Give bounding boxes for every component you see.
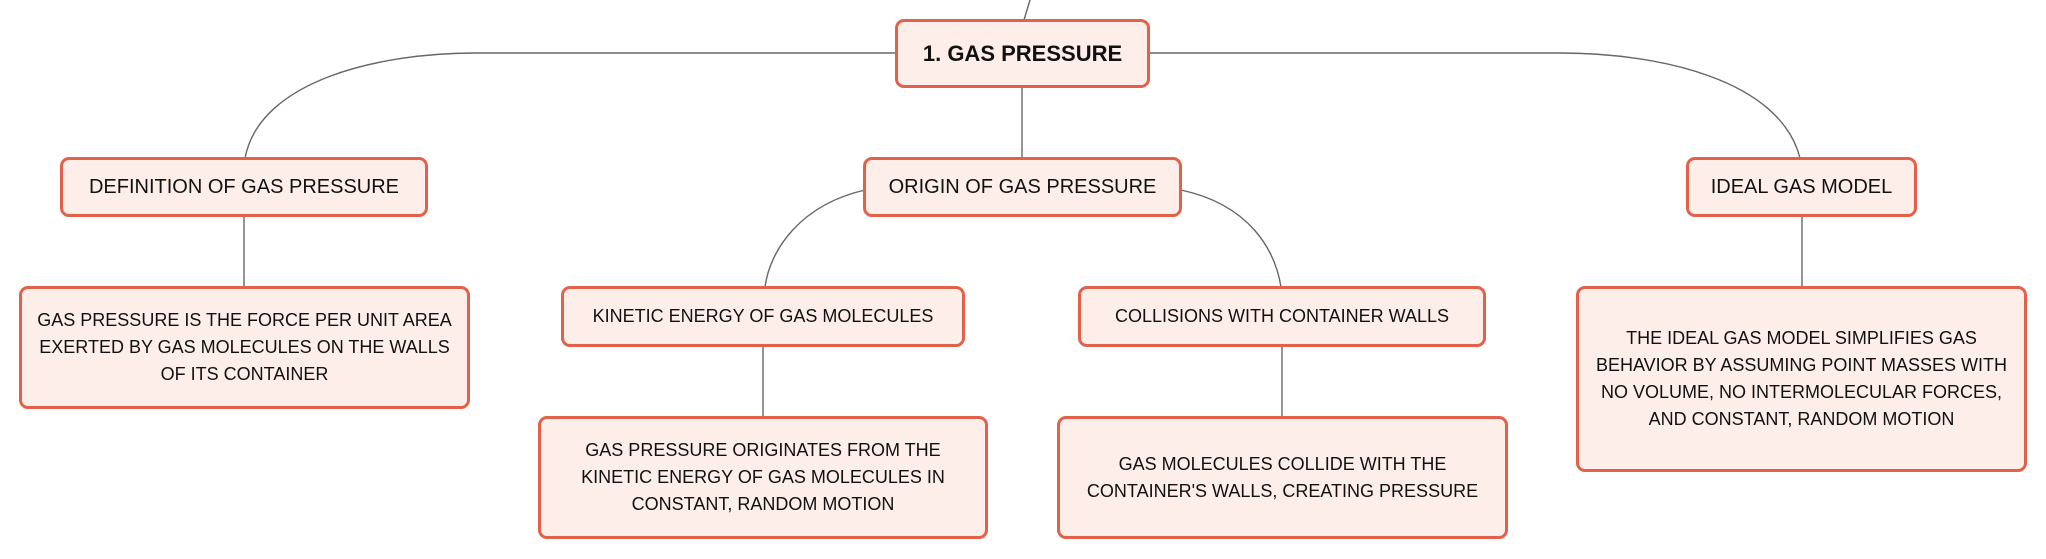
kinetic-label: KINETIC ENERGY OF GAS MOLECULES: [592, 306, 934, 326]
collisions-detail-text: GAS MOLECULES COLLIDE WITH THE CONTAINER…: [1086, 453, 1479, 501]
origin-label: ORIGIN OF GAS PRESSURE: [888, 175, 1157, 198]
root-node[interactable]: 1. GAS PRESSURE: [895, 19, 1150, 88]
collisions-label: COLLISIONS WITH CONTAINER WALLS: [1114, 306, 1450, 326]
kinetic-detail-node[interactable]: GAS PRESSURE ORIGINATES FROM THE KINETIC…: [538, 416, 988, 539]
kinetic-detail-text: GAS PRESSURE ORIGINATES FROM THE KINETIC…: [581, 440, 945, 514]
root-label: 1. GAS PRESSURE: [922, 40, 1123, 66]
connector-root-ideal: [1150, 52, 1801, 159]
definition-detail-text: GAS PRESSURE IS THE FORCE PER UNIT AREA …: [37, 310, 452, 384]
definition-label: DEFINITION OF GAS PRESSURE: [88, 175, 400, 198]
ideal-label: IDEAL GAS MODEL: [1710, 175, 1893, 198]
connector-parent-root: [1023, 0, 1031, 21]
collisions-detail-node[interactable]: GAS MOLECULES COLLIDE WITH THE CONTAINER…: [1057, 416, 1508, 539]
connector-root-definition: [244, 52, 895, 159]
connector-origin-collisions: [1180, 189, 1282, 288]
ideal-detail-node[interactable]: THE IDEAL GAS MODEL SIMPLIFIES GAS BEHAV…: [1576, 286, 2027, 472]
definition-node[interactable]: DEFINITION OF GAS PRESSURE: [60, 157, 428, 217]
connector-origin-kinetic: [764, 189, 866, 288]
origin-node[interactable]: ORIGIN OF GAS PRESSURE: [863, 157, 1182, 217]
kinetic-node[interactable]: KINETIC ENERGY OF GAS MOLECULES: [561, 286, 965, 347]
collisions-node[interactable]: COLLISIONS WITH CONTAINER WALLS: [1078, 286, 1486, 347]
ideal-node[interactable]: IDEAL GAS MODEL: [1686, 157, 1917, 217]
definition-detail-node[interactable]: GAS PRESSURE IS THE FORCE PER UNIT AREA …: [19, 286, 470, 409]
ideal-detail-text: THE IDEAL GAS MODEL SIMPLIFIES GAS BEHAV…: [1595, 328, 2008, 429]
